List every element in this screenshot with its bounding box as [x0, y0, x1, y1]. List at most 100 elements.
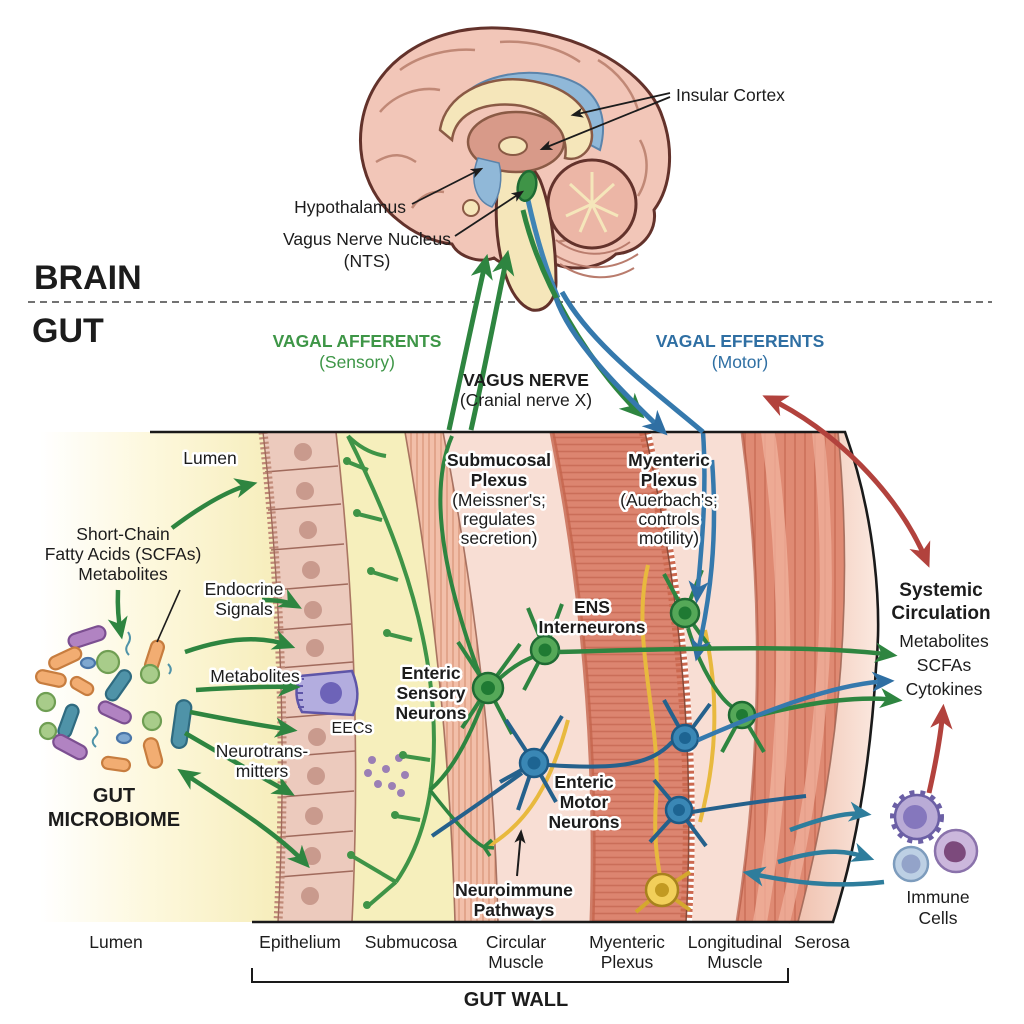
axis-lumen: Lumen: [89, 932, 143, 952]
label-submucosal-plexus-1: Submucosal: [447, 450, 551, 470]
immune-cells: [890, 790, 979, 883]
mucosal-nerve-plexus: [346, 434, 436, 908]
label-vagal-afferents-1: VAGAL AFFERENTS: [273, 331, 442, 351]
label-vagal-afferents-2: (Sensory): [319, 352, 395, 372]
yellow-neuron: [634, 870, 692, 914]
axis-serosa: Serosa: [794, 932, 850, 952]
label-ens-interneurons-1: ENS: [574, 597, 610, 617]
immune-arrow-1: [789, 801, 872, 833]
label-vagal-efferents-1: VAGAL EFFERENTS: [656, 331, 825, 351]
label-motor-neurons-3: Neurons: [549, 812, 620, 832]
label-sensory-neurons-1: Enteric: [401, 663, 461, 683]
vagal-efferent-paths-in-wall: [688, 431, 717, 662]
label-gut-microbiome-1: GUT: [93, 785, 135, 807]
brain-pointer-lines: [411, 92, 671, 237]
label-immune-cells-2: Cells: [919, 908, 958, 928]
label-neuroimmune-2: Pathways: [474, 900, 555, 920]
lymphocyte-nucleus: [901, 854, 921, 874]
axis-gut-wall: GUT WALL: [464, 989, 568, 1011]
label-sensory-neurons-3: Neurons: [396, 703, 467, 723]
longitudinal-left-edge: [735, 431, 759, 923]
eec-cell: [295, 669, 359, 717]
microbiome-cluster: [34, 625, 193, 773]
cerebellum-arbor-vitae: [565, 172, 619, 233]
label-scfa-1: Short-Chain: [76, 524, 169, 544]
label-myenteric-plexus-1: Myenteric: [628, 450, 710, 470]
axis-circular-2: Muscle: [488, 952, 543, 972]
label-motor-neurons-1: Enteric: [554, 772, 614, 792]
immune-arrow-2: [777, 842, 875, 865]
bidirectional-arrow: [177, 768, 310, 869]
enteric-sensory-neuron: [428, 435, 546, 792]
label-submucosal-plexus-3: (Meissner's;: [452, 490, 546, 510]
metabolite-exit-arrow-1: [557, 642, 898, 663]
label-scfa-3: Metabolites: [78, 564, 168, 584]
label-endocrine-1: Endocrine: [205, 579, 284, 599]
label-systemic-cytokines: Cytokines: [906, 679, 983, 699]
pituitary: [462, 199, 480, 217]
gut-wall: Submucosal Plexus (Meissner's; regulates…: [40, 430, 880, 924]
axis-myenteric-2: Plexus: [601, 952, 654, 972]
immune-to-wall-arrow: [742, 866, 885, 887]
eec-granules: [364, 754, 409, 797]
signal-arrow-mid: [189, 709, 298, 738]
label-submucosal-plexus-5: secretion): [461, 528, 538, 548]
vagal-afferent-arrow-2: [468, 249, 515, 431]
monocyte-nucleus: [943, 841, 966, 863]
gut-wall-bracket: [251, 968, 789, 983]
label-hypothalamus: Hypothalamus: [294, 197, 406, 217]
cerebellum-folia: [549, 239, 639, 279]
label-immune-cells-1: Immune: [906, 887, 969, 907]
label-insular-cortex: Insular Cortex: [676, 85, 785, 105]
axis-circular-1: Circular: [486, 932, 546, 952]
neuroimmune-pointer-arrow: [514, 829, 526, 877]
nerve-ending-bulbs: [343, 457, 407, 909]
endocrine-signals-arrow: [261, 589, 302, 609]
label-neurotransmitters-2: mitters: [236, 761, 289, 781]
label-neuroimmune-1: Neuroimmune: [455, 880, 573, 900]
cortex-gyri: [375, 40, 648, 244]
vagal-efferent-arrow-2: [559, 290, 705, 434]
neuroimmune-synapse: [428, 788, 495, 857]
label-systemic-2: Circulation: [891, 603, 990, 624]
axis-longitudinal-1: Longitudinal: [688, 932, 782, 952]
label-vagus-nerve-1: VAGUS NERVE: [463, 370, 589, 390]
systemic-circulation-side: [557, 395, 979, 887]
label-systemic-scfas: SCFAs: [917, 655, 972, 675]
label-myenteric-plexus-4: controls: [638, 509, 700, 529]
axis-longitudinal-2: Muscle: [707, 952, 762, 972]
axis-submucosa: Submucosa: [365, 932, 458, 952]
scfa-to-epithelium-arrow: [170, 478, 258, 530]
label-ens-interneurons-2: Interneurons: [539, 617, 646, 637]
macrophage-spikes: [890, 790, 944, 844]
circular-muscle-left-edge: [549, 431, 596, 923]
label-motor-neurons-2: Motor: [560, 792, 609, 812]
scfa-to-microbiome-arrow: [107, 589, 128, 640]
label-vagus-nucleus-2: (NTS): [344, 251, 391, 271]
bacteria-flagella: [91, 631, 172, 748]
label-lumen-top: Lumen: [183, 448, 237, 468]
circular-muscle-right-edge: [644, 431, 690, 923]
label-neurotransmitters-1: Neurotrans-: [216, 741, 309, 761]
label-eecs: EECs: [332, 720, 373, 737]
label-systemic-1: Systemic: [899, 580, 983, 601]
scfa-pointer-line: [156, 589, 181, 643]
label-scfa-2: Fatty Acids (SCFAs): [45, 544, 202, 564]
metabolites-arrow: [195, 676, 301, 697]
zone-label-gut: GUT: [32, 312, 104, 350]
vagal-efferent-arrow-1: [553, 297, 668, 436]
cytokines-up-arrow: [926, 703, 953, 794]
axis-myenteric-1: Myenteric: [589, 932, 665, 952]
corpus-callosum: [438, 77, 594, 161]
label-myenteric-plexus-5: motility): [639, 528, 699, 548]
systemic-exchange-arrow: [762, 395, 931, 568]
cytokine-exit-arrow: [697, 671, 895, 743]
label-myenteric-plexus-2: Plexus: [641, 470, 698, 490]
label-vagus-nucleus-1: Vagus Nerve Nucleus: [283, 229, 451, 249]
thalamus-inner: [498, 136, 528, 156]
zone-label-brain: BRAIN: [34, 259, 142, 297]
label-vagus-nerve-2: (Cranial nerve X): [460, 390, 592, 410]
label-vagal-efferents-2: (Motor): [712, 352, 768, 372]
